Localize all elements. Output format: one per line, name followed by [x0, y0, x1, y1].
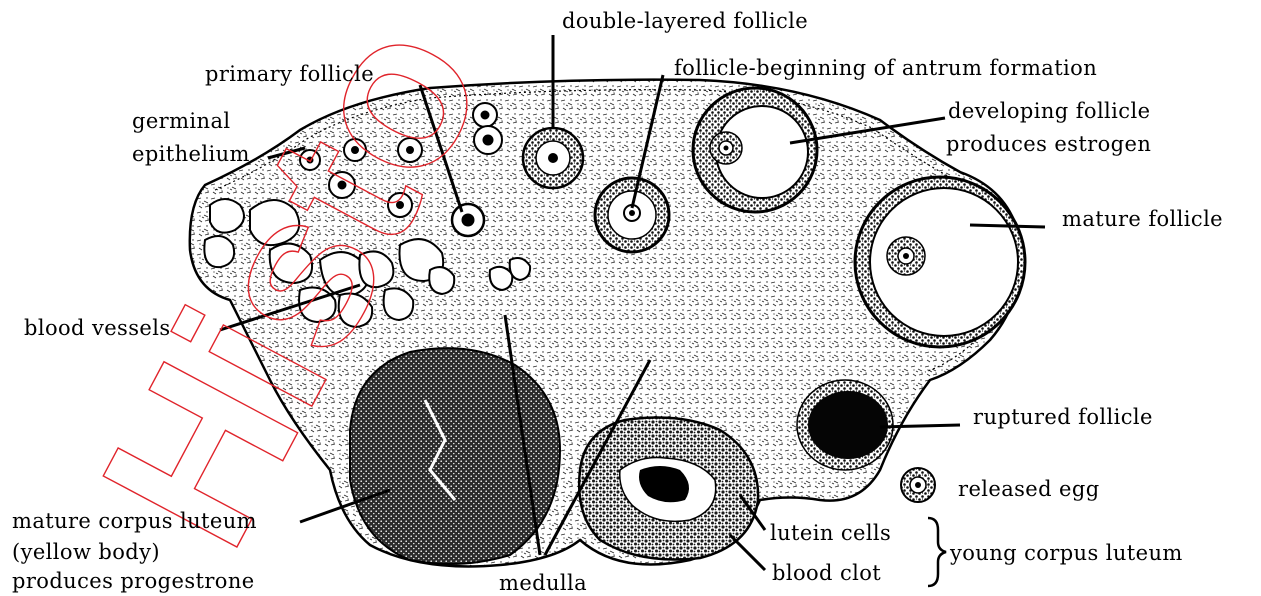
ruptured-follicle: [797, 380, 893, 470]
label-developing-follicle: developing follicle: [948, 98, 1150, 124]
label-ruptured-follicle: ruptured follicle: [973, 404, 1153, 430]
label-produces-progestrone: produces progestrone: [12, 568, 255, 594]
released-egg: [901, 468, 935, 502]
label-antrum-follicle: follicle-beginning of antrum formation: [674, 55, 1097, 81]
label-blood-vessels: blood vessels: [24, 315, 171, 341]
label-germinal: germinal: [132, 108, 231, 134]
label-lutein-cells: lutein cells: [770, 520, 891, 546]
label-released-egg: released egg: [958, 476, 1100, 502]
mature-corpus-luteum: [350, 348, 560, 564]
label-primary-follicle: primary follicle: [205, 61, 374, 87]
label-yellow-body: (yellow body): [12, 539, 160, 565]
label-produces-estrogen: produces estrogen: [946, 131, 1151, 157]
label-blood-clot: blood clot: [772, 560, 881, 586]
label-medulla: medulla: [499, 570, 587, 596]
antrum-follicle: [595, 178, 669, 252]
brace: [928, 518, 946, 586]
label-mature-follicle: mature follicle: [1062, 206, 1223, 232]
label-double-layered-follicle: double-layered follicle: [562, 8, 808, 34]
double-layered-follicle: [523, 128, 583, 188]
label-mature-corpus-luteum: mature corpus luteum: [12, 508, 257, 534]
developing-follicle: [693, 88, 817, 212]
label-epithelium: epithelium: [132, 141, 250, 167]
mature-follicle: [855, 177, 1025, 347]
label-young-corpus-luteum: young corpus luteum: [950, 540, 1183, 566]
